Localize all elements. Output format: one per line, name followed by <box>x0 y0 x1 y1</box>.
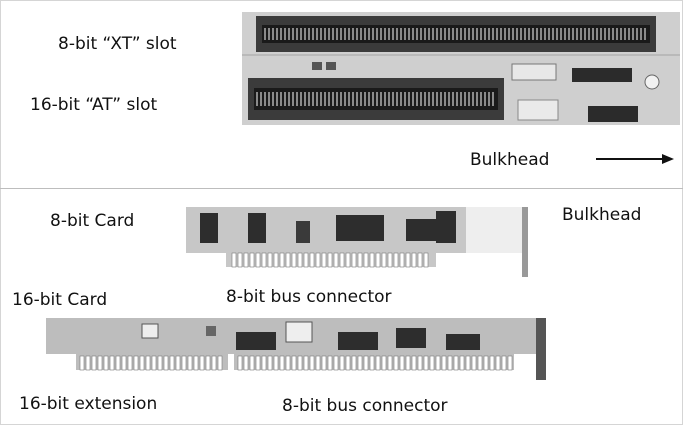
card16-connector-label: 8-bit bus connector <box>282 398 448 415</box>
card8-bulkhead-label: Bulkhead <box>562 207 641 224</box>
right-arrow-icon <box>594 152 676 166</box>
card8-label: 8-bit Card <box>50 213 134 230</box>
xt-slot-label: 8-bit “XT” slot <box>58 36 177 53</box>
extension-label: 16-bit extension <box>19 396 157 413</box>
bulkhead-label: Bulkhead <box>470 152 549 169</box>
card8-connector-label: 8-bit bus connector <box>226 289 392 306</box>
expansion-cards-panel: 8-bit Card Bulkhead 16-bit Card 8-bit bu… <box>0 188 683 425</box>
motherboard-slots-panel: 8-bit “XT” slot 16-bit “AT” slot Bulkhea… <box>0 0 683 188</box>
motherboard-photo <box>242 12 680 125</box>
card8-photo <box>186 207 528 277</box>
card16-photo <box>46 318 546 380</box>
at-slot-label: 16-bit “AT” slot <box>30 97 157 114</box>
card16-label: 16-bit Card <box>12 292 107 309</box>
